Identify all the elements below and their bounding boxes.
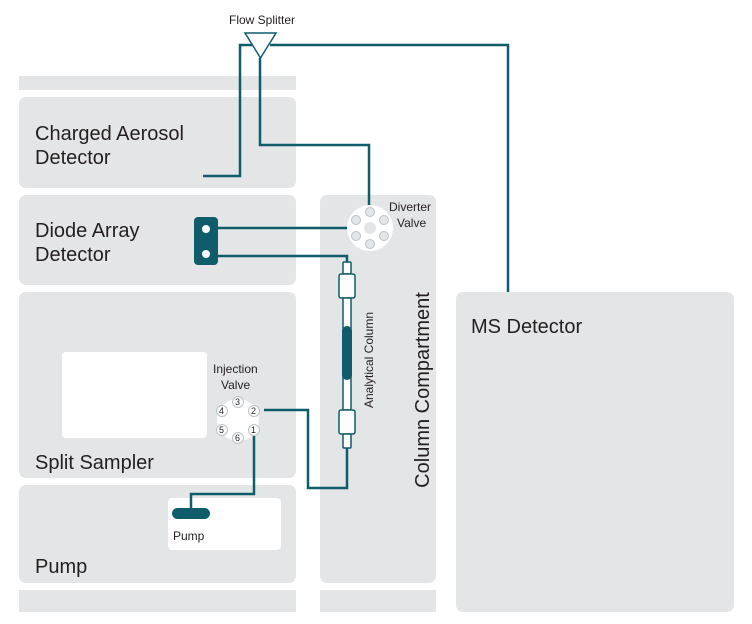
tube-injection-to-pump (189, 436, 256, 512)
injection-valve-label-line1: Injection (213, 362, 258, 376)
dad-port-bottom (202, 250, 210, 258)
injection-port-2 (248, 405, 260, 417)
tube-splitter-to-diverter (258, 58, 371, 207)
tube-splitter-to-ms (270, 43, 510, 292)
injection-port-3 (232, 396, 244, 408)
tube-dad-to-column (206, 254, 349, 272)
injection-port-label-2: 2 (251, 406, 257, 416)
pump-head-panel (168, 498, 281, 550)
diode-array-label-line1: Diode Array (35, 220, 140, 242)
sample-tray (62, 352, 207, 438)
pump-head-label: Pump (173, 529, 205, 543)
pump-module-label: Pump (35, 556, 88, 578)
column-packing (342, 326, 352, 380)
pump-head-icon (172, 508, 210, 519)
diverter-valve-label-line1: Diverter (389, 200, 432, 214)
tube-column-to-injection (264, 408, 349, 490)
diode-array-detector-module (19, 195, 296, 285)
column-compartment-label: Column Compartment (412, 292, 434, 488)
injection-port-label-6: 6 (235, 433, 241, 443)
injection-port-5 (216, 424, 228, 436)
injection-port-1 (248, 424, 260, 436)
flow-splitter-triangle (243, 32, 278, 60)
injection-port-label-1: 1 (251, 425, 257, 435)
charged-aerosol-label-line1: Charged Aerosol (35, 123, 184, 145)
bottom-strip-right (320, 590, 436, 612)
charged-aerosol-label-line2: Detector (35, 147, 111, 169)
top-strip (19, 76, 296, 90)
injection-port-label-3: 3 (235, 397, 241, 407)
charged-aerosol-detector-module (19, 97, 296, 188)
dad-port-top (202, 225, 210, 233)
column-compartment-module (320, 195, 436, 583)
split-sampler-label: Split Sampler (35, 452, 154, 474)
injection-valve-label-line2: Valve (221, 378, 251, 392)
injection-port-4 (216, 405, 228, 417)
diverter-valve-label-line2: Valve (397, 216, 427, 230)
injection-port-6 (232, 432, 244, 444)
tube-splitter-to-cad (203, 43, 255, 178)
ms-detector-label: MS Detector (471, 316, 583, 338)
injection-port-label-5: 5 (219, 425, 225, 435)
diode-array-label-line2: Detector (35, 244, 111, 266)
dad-flow-cell (194, 217, 218, 265)
bottom-strip-left (19, 590, 296, 612)
ms-detector-module (456, 292, 734, 612)
flow-splitter-label: Flow Splitter (229, 13, 296, 27)
injection-port-label-4: 4 (219, 406, 225, 416)
analytical-column-label: Analytical Column (362, 311, 376, 409)
